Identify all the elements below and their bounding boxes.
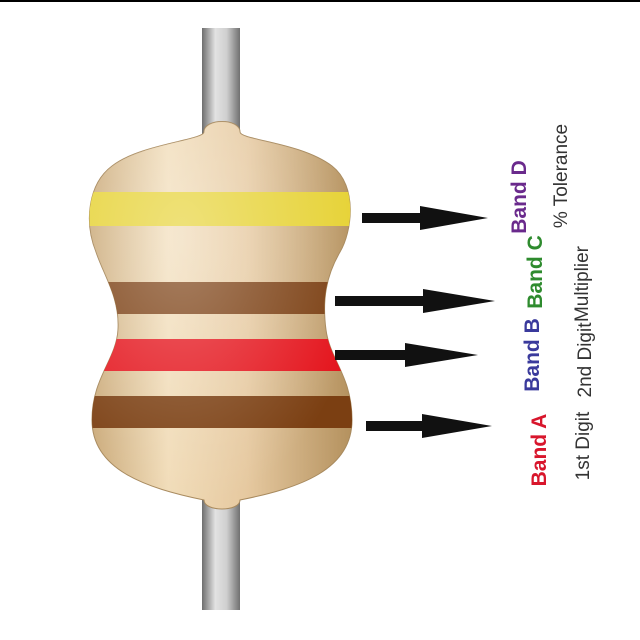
arrow-band-d: [362, 206, 488, 230]
body-highlight: [89, 121, 352, 509]
arrow-band-c: [335, 289, 495, 313]
band-a-label: Band A: [528, 413, 551, 487]
band-c-description: Multiplier: [572, 245, 593, 323]
arrow-band-b: [335, 343, 478, 367]
bottom-lead-wire: [202, 500, 240, 610]
top-border-line: [0, 0, 640, 2]
top-lead-wire: [202, 28, 240, 138]
band-d-label: Band D: [508, 160, 531, 234]
arrow-band-a: [366, 414, 492, 438]
band-d-description: % Tolerance: [551, 123, 572, 229]
